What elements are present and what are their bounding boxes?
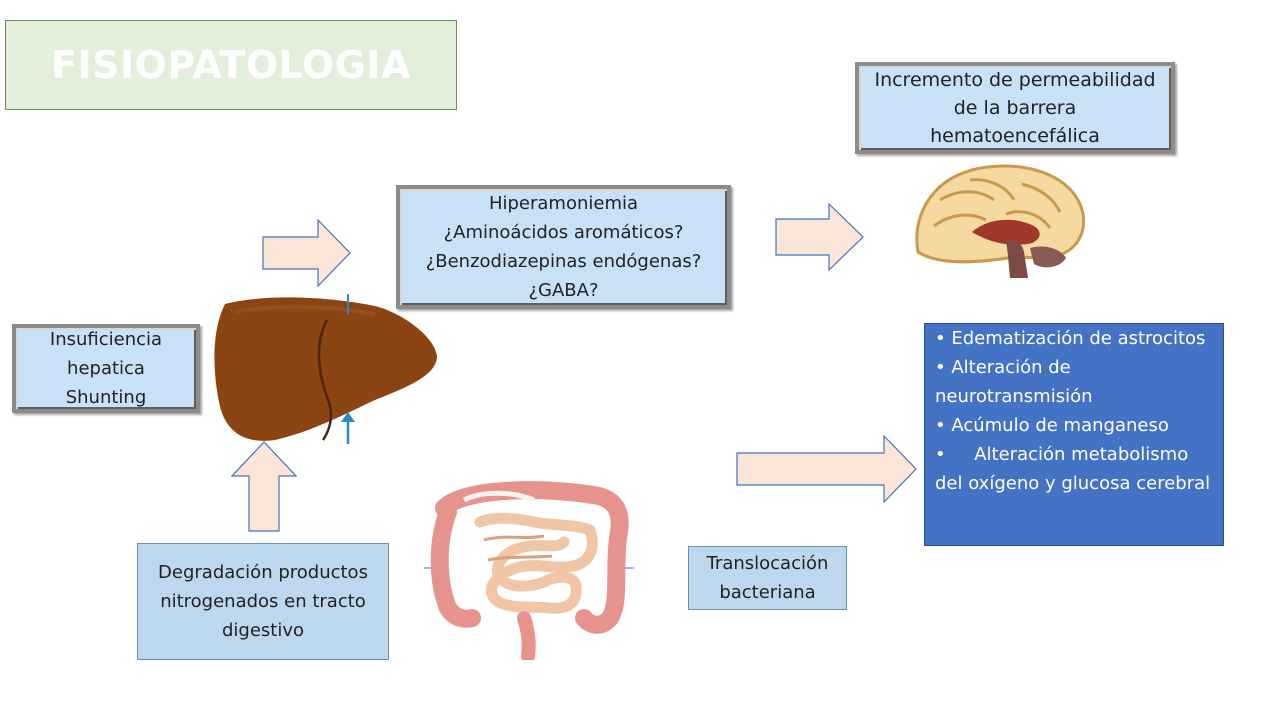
- translocation-box: Translocación bacteriana: [688, 546, 847, 610]
- hyperammonemia-box: Hiperamoniemia ¿Aminoácidos aromáticos? …: [396, 185, 731, 309]
- hyper-line: ¿GABA?: [528, 280, 599, 301]
- liver-failure-box: Insuficiencia hepatica Shunting: [12, 324, 200, 413]
- arrow-right-icon: [736, 435, 917, 503]
- effect-item: • Acúmulo de manganeso: [935, 415, 1169, 436]
- degradation-box: Degradación productos nitrogenados en tr…: [137, 543, 389, 660]
- hyper-line: Hiperamoniemia: [488, 193, 639, 214]
- arrow-right-icon: [775, 203, 864, 271]
- translocation-line: Translocación: [706, 553, 829, 574]
- degradation-line: digestivo: [221, 620, 305, 641]
- effect-item: • Edematización de astrocitos: [935, 328, 1206, 349]
- barrier-line: hematoencefálica: [930, 125, 1100, 147]
- intestine-illustration: [424, 481, 634, 660]
- hyper-line: ¿Benzodiazepinas endógenas?: [425, 251, 702, 272]
- barrier-line: de la barrera: [953, 97, 1077, 119]
- effects-box: • Edematización de astrocitos • Alteraci…: [924, 323, 1224, 546]
- arrow-right-icon: [262, 219, 351, 287]
- title-box: FISIOPATOLOGIA: [5, 20, 457, 110]
- degradation-line: Degradación productos: [158, 562, 368, 583]
- page-title: FISIOPATOLOGIA: [51, 42, 411, 87]
- brain-illustration: [915, 164, 1086, 278]
- arrow-up-icon: [231, 441, 297, 532]
- barrier-permeability-box: Incremento de permeabilidad de la barrer…: [855, 62, 1175, 154]
- barrier-line: Incremento de permeabilidad: [874, 69, 1156, 91]
- effect-item: • Alteración metabolismo del oxígeno y g…: [935, 444, 1211, 494]
- degradation-line: nitrogenados en tracto: [160, 591, 366, 612]
- liver-failure-line: hepatica: [67, 358, 145, 379]
- liver-failure-line: Shunting: [65, 387, 147, 408]
- translocation-line: bacteriana: [719, 582, 816, 603]
- liver-failure-line: Insuficiencia: [49, 329, 163, 350]
- hyper-line: ¿Aminoácidos aromáticos?: [443, 222, 684, 243]
- liver-illustration: [214, 294, 437, 444]
- effect-item: • Alteración de neurotransmisión: [935, 357, 1093, 407]
